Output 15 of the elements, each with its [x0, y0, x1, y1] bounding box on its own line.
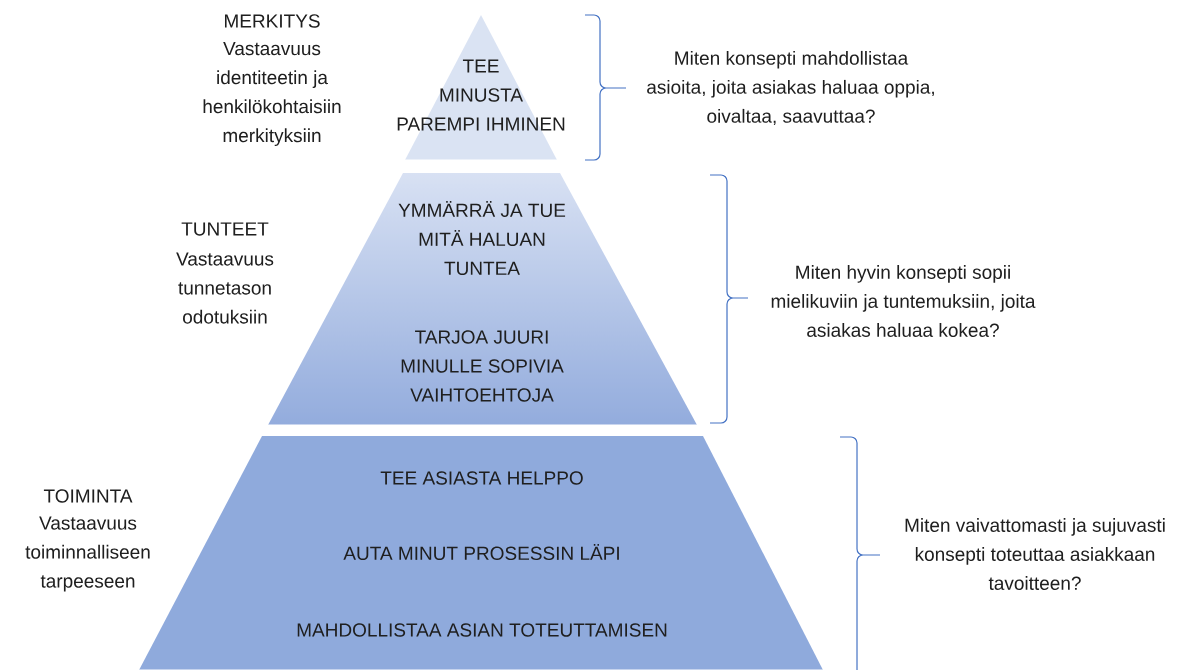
level-description: Vastaavuus tunnetason odotuksiin	[176, 252, 274, 324]
question-text: Miten vaivattomasti ja sujuvasti konsepti toteuttaa asiakkaan tavoitteen?	[905, 518, 1165, 590]
tier-text: YMMÄRRÄ JA TUE MITÄ HALUAN TUNTEA	[398, 200, 566, 276]
tier-text: TARJOA JUURI MINULLE SOPIVIA VAIHTOEHTOJA	[401, 330, 564, 402]
question-text: Miten konsepti mahdollistaa asioita, joita asiakas haluaa oppia, oivaltaa, saavuttaa?	[647, 50, 934, 126]
question-text: Miten hyvin konsepti sopii mielikuviin ja tuntemuksiin, joita asiakas haluaa kokea?	[771, 265, 1036, 337]
level-heading: TUNTEET	[181, 222, 269, 236]
tier-text: TEE ASIASTA HELPPO	[380, 471, 583, 485]
level-heading: TOIMINTA	[43, 489, 133, 503]
tier-text: TEE MINUSTA PAREMPI IHMINEN	[397, 59, 565, 131]
tier-text: AUTA MINUT PROSESSIN LÄPI	[343, 543, 619, 561]
level-heading: MERKITYS	[225, 14, 320, 28]
level-description: Vastaavuus identiteetin ja henkilökohtaisiin merkityksiin	[203, 42, 341, 146]
level-description: Vastaavuus toiminnalliseen tarpeeseen	[25, 516, 150, 592]
tier-text: MAHDOLLISTAA ASIAN TOTEUTTAMISEN	[297, 623, 667, 637]
